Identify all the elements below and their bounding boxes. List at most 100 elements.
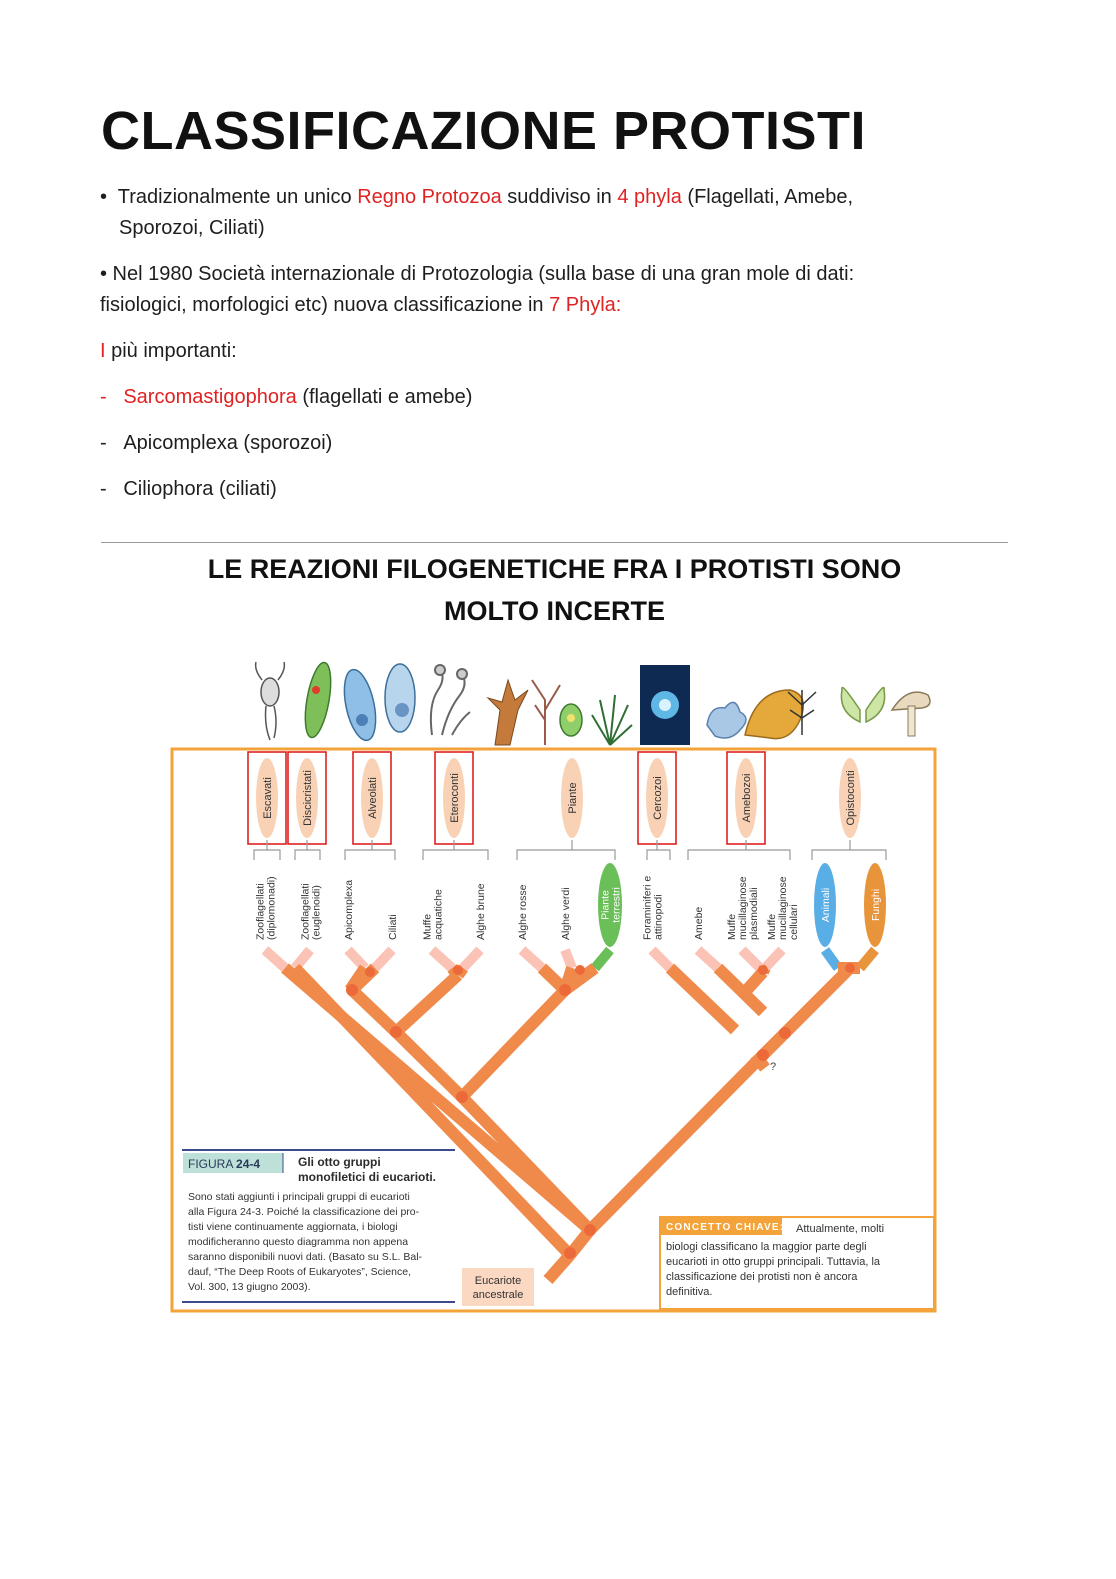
red-algae-illustration	[531, 679, 561, 745]
text: I	[100, 340, 106, 362]
dash: -	[100, 386, 107, 408]
svg-text:mucillaginose: mucillaginose	[777, 876, 789, 940]
svg-text:saranno disponibili nuovi dati: saranno disponibili nuovi dati. (Basato …	[188, 1251, 423, 1263]
branch-tip-piante	[591, 946, 614, 972]
svg-text:Funghi: Funghi	[870, 889, 882, 921]
svg-text:tisti viene continuamente aggi: tisti viene continuamente aggiornata, i …	[188, 1221, 398, 1233]
taxon-label: Alghe brune	[475, 883, 487, 940]
group-escavati: Escavati	[247, 751, 287, 845]
group-eteroconti: Eteroconti	[434, 751, 474, 845]
list-item-sarcomastigophora: - Sarcomastigophora (flagellati e amebe)	[100, 382, 472, 413]
highlight-phyla: 4 phyla	[617, 186, 682, 208]
group-label: Discicristati	[302, 770, 314, 826]
svg-text:biologi classificano la maggio: biologi classificano la maggior parte de…	[666, 1241, 867, 1253]
taxon-label: Funghi	[864, 863, 886, 947]
svg-text:Zooflagellati: Zooflagellati	[300, 883, 312, 940]
key-concept-body: biologi classificano la maggior parte de…	[666, 1241, 881, 1298]
phylum-name: Sarcomastigophora	[123, 386, 297, 408]
text: suddiviso in	[501, 186, 618, 208]
group-alveolati: Alveolati	[352, 751, 392, 845]
svg-text:modificheranno questo diagramm: modificheranno questo diagramma non appe…	[188, 1236, 408, 1248]
text: fisiologici, morfologici etc) nuova clas…	[100, 294, 550, 316]
group-label: Piante	[567, 782, 579, 813]
group-piante: Piante	[561, 758, 583, 838]
text: Tradizionalmente un unico	[117, 186, 358, 208]
svg-text:Amebe: Amebe	[693, 907, 705, 940]
svg-text:acquatiche: acquatiche	[433, 889, 445, 940]
svg-text:Alghe verdi: Alghe verdi	[560, 887, 572, 940]
taxon-label: Zooflagellati(diplomonadi)	[255, 876, 278, 940]
group-label: Eteroconti	[449, 773, 461, 823]
heading-line1: LE REAZIONI FILOGENETICHE FRA I PROTISTI…	[207, 554, 902, 584]
group-label: Opistoconti	[845, 770, 857, 825]
svg-text:dauf, “The Deep Roots of Eukar: dauf, “The Deep Roots of Eukaryotes”, Sc…	[188, 1266, 411, 1278]
svg-text:mucillaginose: mucillaginose	[737, 876, 749, 940]
svg-text:plasmodiali: plasmodiali	[748, 887, 760, 940]
ciliate-illustration	[384, 663, 416, 733]
text: (flagellati e amebe)	[296, 386, 473, 408]
svg-text:classificazione dei protisti n: classificazione dei protisti non è ancor…	[666, 1271, 858, 1283]
dash: -	[100, 432, 107, 454]
text: (Flagellati, Amebe,	[681, 186, 854, 208]
list-item-apicomplexa: - Apicomplexa (sporozoi)	[100, 428, 332, 459]
figure-number: FIGURA 24-4	[188, 1157, 260, 1171]
root-label-line2: ancestrale	[473, 1289, 524, 1301]
svg-text:Alghe rosse: Alghe rosse	[517, 884, 529, 940]
root-label-line1: Eucariote	[475, 1275, 521, 1287]
svg-text:(euglenoidi): (euglenoidi)	[311, 885, 323, 940]
page-title: CLASSIFICAZIONE PROTISTI	[101, 101, 867, 161]
svg-text:Apicomplexa: Apicomplexa	[343, 880, 355, 940]
mushroom-illustration	[890, 691, 931, 737]
svg-text:Piante: Piante	[600, 890, 612, 920]
taxon-label: Animali	[814, 863, 836, 947]
figure-number-box	[183, 1153, 283, 1173]
branch-tip-animali	[820, 947, 843, 971]
text: (ciliati)	[213, 478, 277, 500]
svg-text:Muffe: Muffe	[422, 914, 434, 940]
list-item-ciliophora: - Ciliophora (ciliati)	[100, 474, 277, 505]
paragraph-1980-line2: fisiologici, morfologici etc) nuova clas…	[100, 290, 621, 321]
figure-caption: FIGURA 24-4 Gli otto gruppi monofiletici…	[182, 1149, 455, 1303]
taxon-label: Apicomplexa	[343, 880, 355, 940]
caption-title-2: monofiletici di eucarioti.	[298, 1170, 436, 1184]
apicomplexa-illustration	[343, 668, 377, 742]
taxon-label: Zooflagellati(euglenoidi)	[300, 883, 323, 940]
svg-text:Ciliati: Ciliati	[387, 914, 399, 940]
svg-text:alla Figura 24-3. Poiché la cl: alla Figura 24-3. Poiché la classificazi…	[188, 1206, 420, 1218]
paragraph-regno-protozoa: • Tradizionalmente un unico Regno Protoz…	[100, 182, 853, 213]
group-label: Escavati	[262, 777, 274, 819]
tree-nodes	[346, 963, 855, 1259]
phylum-name: Ciliophora	[123, 478, 214, 500]
svg-text:Sono stati aggiunti i principa: Sono stati aggiunti i principali gruppi …	[188, 1191, 410, 1203]
highlight-regno: Regno Protozoa	[357, 186, 502, 208]
key-concept-box: CONCETTO CHIAVE: Attualmente, molti biol…	[659, 1216, 935, 1310]
water-mold-illustration	[429, 664, 471, 736]
svg-text:Animali: Animali	[820, 888, 832, 922]
caption-body: Sono stati aggiunti i principali gruppi …	[188, 1191, 423, 1293]
cellular-slime-mold-illustration	[787, 690, 817, 735]
group-labels: Escavati Discicristati Alveolati Eteroconti…	[247, 751, 861, 845]
foraminifera-illustration	[640, 665, 690, 745]
bullet: •	[100, 186, 108, 208]
group-discicristati: Discicristati	[287, 751, 327, 845]
uncertain-mark: ?	[770, 1061, 776, 1073]
group-label: Amebozoi	[741, 774, 753, 823]
caption-title-1: Gli otto gruppi	[298, 1155, 381, 1169]
svg-text:Alghe brune: Alghe brune	[475, 883, 487, 940]
text: più importanti:	[105, 340, 237, 362]
section-heading: LE REAZIONI FILOGENETICHE FRA I PROTISTI…	[101, 548, 1008, 632]
paragraph-importanti: I più importanti:	[100, 336, 237, 367]
moth-illustration	[840, 686, 886, 724]
svg-text:attinopodi: attinopodi	[653, 894, 665, 940]
taxon-label: Alghe rosse	[517, 884, 529, 940]
group-label: Cercozoi	[652, 776, 664, 819]
group-cercozoi: Cercozoi	[637, 751, 677, 845]
diplomonad-illustration	[254, 661, 286, 741]
branch-tip-funghi	[856, 946, 879, 972]
svg-text:Muffe: Muffe	[766, 914, 778, 940]
